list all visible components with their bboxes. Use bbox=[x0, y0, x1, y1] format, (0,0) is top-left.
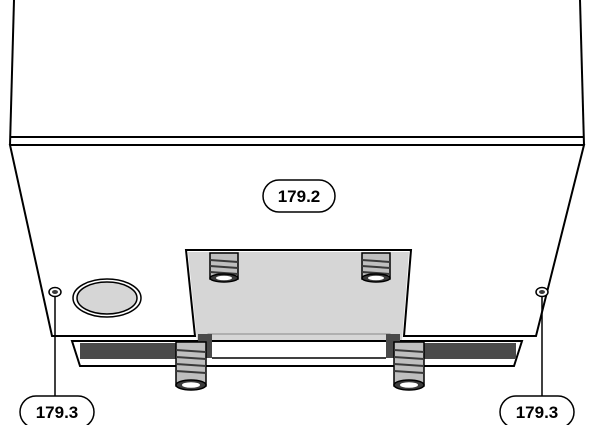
upper-casing bbox=[9, 0, 585, 146]
front-connector-right bbox=[393, 341, 425, 391]
callout-179-3-right: 179.3 bbox=[499, 395, 575, 425]
front-connector-left bbox=[175, 341, 207, 391]
casing-seam bbox=[10, 136, 584, 146]
underside-panel bbox=[8, 144, 586, 337]
cable-grommet bbox=[72, 278, 142, 318]
screw-left bbox=[48, 286, 62, 298]
callout-179-2: 179.2 bbox=[262, 179, 336, 213]
rear-connector-right bbox=[361, 252, 391, 283]
callout-label: 179.3 bbox=[36, 403, 79, 422]
leader-lines bbox=[54, 296, 543, 396]
connection-plate bbox=[188, 252, 409, 359]
callout-179-3-left: 179.3 bbox=[19, 395, 95, 425]
callout-label: 179.3 bbox=[516, 403, 559, 422]
callout-label: 179.2 bbox=[278, 187, 321, 206]
screw-right bbox=[535, 286, 549, 298]
bottom-recess bbox=[70, 340, 524, 367]
rear-connector-left bbox=[209, 252, 239, 283]
